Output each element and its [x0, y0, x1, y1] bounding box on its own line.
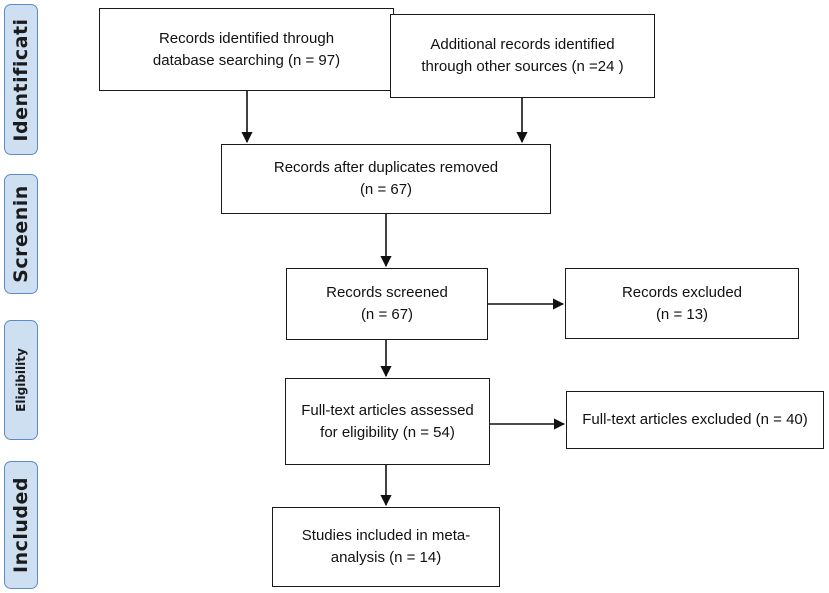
box-fulltext-assessed: Full-text articles assessed for eligibil… [285, 378, 490, 465]
box-fulltext-excluded: Full-text articles excluded (n = 40) [566, 391, 824, 449]
stage-eligibility: Eligibility [4, 320, 38, 440]
box-fulltext-excluded-line-1: Full-text articles excluded (n = 40) [582, 411, 808, 428]
stage-screening: Screenin [4, 174, 38, 294]
box-fulltext-assessed-line-1: Full-text articles assessed [301, 401, 474, 419]
box-database-search-line-1: Records identified through [158, 29, 335, 47]
box-duplicates-removed-line-1: Records after duplicates removed [273, 159, 499, 176]
box-records-screened: Records screened (n = 67) [286, 268, 488, 340]
box-included-studies-line-2: analysis (n = 14) [330, 549, 442, 566]
box-fulltext-assessed-line-2: for eligibility (n = 54) [320, 423, 455, 441]
box-records-screened-line-2: (n = 67) [360, 306, 414, 323]
box-database-search-line-2: database searching (n = 97) [152, 51, 341, 69]
stage-included: Included [4, 461, 38, 589]
box-records-excluded-line-1: Records excluded [621, 283, 743, 301]
box-other-sources-line-2: through other sources (n =24 ) [421, 58, 624, 75]
box-other-sources-line-1: Additional records identified [430, 36, 615, 53]
box-other-sources: Additional records identified through ot… [390, 14, 655, 98]
box-database-search: Records identified through database sear… [99, 8, 394, 91]
box-records-screened-line-1: Records screened [326, 284, 448, 301]
box-included-studies-line-1: Studies included in meta- [301, 527, 471, 544]
box-records-excluded-line-2: (n = 13) [655, 305, 709, 323]
box-duplicates-removed: Records after duplicates removed (n = 67… [221, 144, 551, 214]
stage-identification: Identificati [4, 4, 38, 155]
box-records-excluded: Records excluded (n = 13) [565, 268, 799, 339]
box-duplicates-removed-line-2: (n = 67) [359, 181, 413, 198]
box-included-studies: Studies included in meta- analysis (n = … [272, 507, 500, 587]
